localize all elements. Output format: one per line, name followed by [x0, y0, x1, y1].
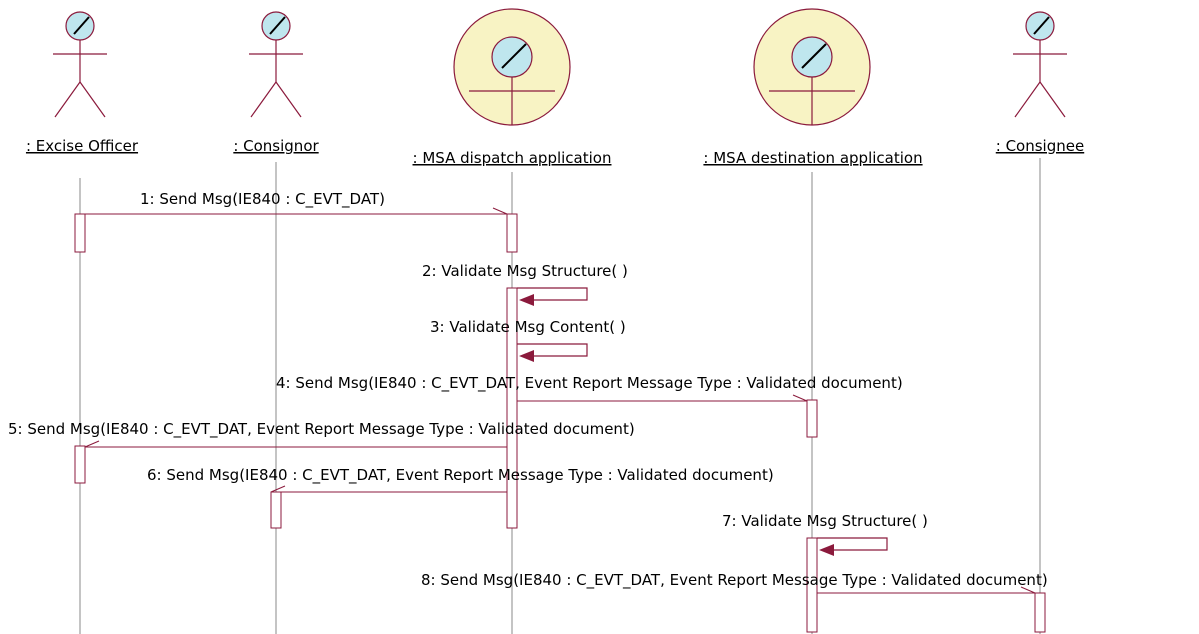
- message-arrow-3: [517, 343, 588, 362]
- activation-bar-excise-officer-5: [74, 445, 86, 484]
- actor-left-leg: [54, 81, 81, 118]
- message-label-1: 1: Send Msg(IE840 : C_EVT_DAT): [140, 190, 385, 209]
- message-label-3: 3: Validate Msg Content( ): [430, 318, 626, 336]
- activation-bar-msa-destination-4: [806, 399, 818, 438]
- participant-label-excise-officer: : Excise Officer: [26, 137, 139, 155]
- actor-icon-consignee: [1013, 11, 1067, 118]
- participant-icons: [53, 8, 1067, 126]
- participant-label-msa-destination: : MSA destination application: [703, 149, 922, 167]
- activation-bar-msa-destination-7: [806, 537, 818, 633]
- arrow-head: [1020, 586, 1036, 594]
- actor-right-leg: [275, 81, 302, 118]
- participant-label-consignee: : Consignee: [996, 137, 1084, 155]
- application-head-mark: [801, 43, 827, 69]
- actor-head-mark: [1033, 16, 1050, 35]
- self-arrow-head: [819, 544, 834, 556]
- activation-bar-msa-dispatch-3: [506, 287, 518, 529]
- self-arrow-path: [517, 287, 588, 301]
- message-arrow-8: [817, 586, 1036, 594]
- application-icon-msa-dispatch: [453, 8, 571, 126]
- participant-label-msa-dispatch: : MSA dispatch application: [413, 149, 612, 167]
- activation-bar-consignor-6: [270, 491, 282, 529]
- activation-bars: [74, 213, 1046, 633]
- message-label-2: 2: Validate Msg Structure( ): [422, 262, 628, 280]
- self-arrow-head: [519, 294, 534, 306]
- arrow-head: [270, 485, 286, 493]
- arrow-head: [492, 207, 508, 215]
- message-arrow-4: [517, 394, 808, 402]
- message-arrow-2: [517, 287, 588, 306]
- message-arrow-5: [84, 440, 507, 448]
- actor-icon-excise-officer: [53, 11, 107, 118]
- message-label-6: 6: Send Msg(IE840 : C_EVT_DAT, Event Rep…: [147, 466, 774, 485]
- application-head-mark: [501, 43, 527, 69]
- actor-right-leg: [1039, 81, 1066, 118]
- actor-head-mark: [269, 16, 286, 35]
- self-arrow-path: [517, 343, 588, 357]
- message-arrow-1: [85, 207, 508, 215]
- lifelines: [79, 158, 1041, 634]
- application-icon-msa-destination: [753, 8, 871, 126]
- message-label-5: 5: Send Msg(IE840 : C_EVT_DAT, Event Rep…: [8, 420, 635, 439]
- activation-bar-excise-officer-1: [74, 213, 86, 253]
- message-arrow-7: [817, 537, 888, 556]
- message-label-7: 7: Validate Msg Structure( ): [722, 512, 928, 530]
- actor-left-leg: [250, 81, 277, 118]
- arrow-head: [84, 440, 100, 448]
- actor-right-leg: [79, 81, 106, 118]
- self-arrow-path: [817, 537, 888, 551]
- arrow-head: [792, 394, 808, 402]
- actor-icon-consignor: [249, 11, 303, 118]
- participant-label-consignor: : Consignor: [233, 137, 319, 155]
- actor-left-leg: [1014, 81, 1041, 118]
- message-arrows: [84, 207, 1036, 594]
- activation-bar-msa-dispatch-2: [506, 213, 518, 253]
- self-arrow-head: [519, 350, 534, 362]
- message-arrow-6: [270, 485, 507, 493]
- message-label-4: 4: Send Msg(IE840 : C_EVT_DAT, Event Rep…: [276, 374, 903, 393]
- message-label-8: 8: Send Msg(IE840 : C_EVT_DAT, Event Rep…: [421, 571, 1048, 590]
- actor-head-mark: [73, 16, 90, 35]
- activation-bar-consignee-8: [1034, 592, 1046, 633]
